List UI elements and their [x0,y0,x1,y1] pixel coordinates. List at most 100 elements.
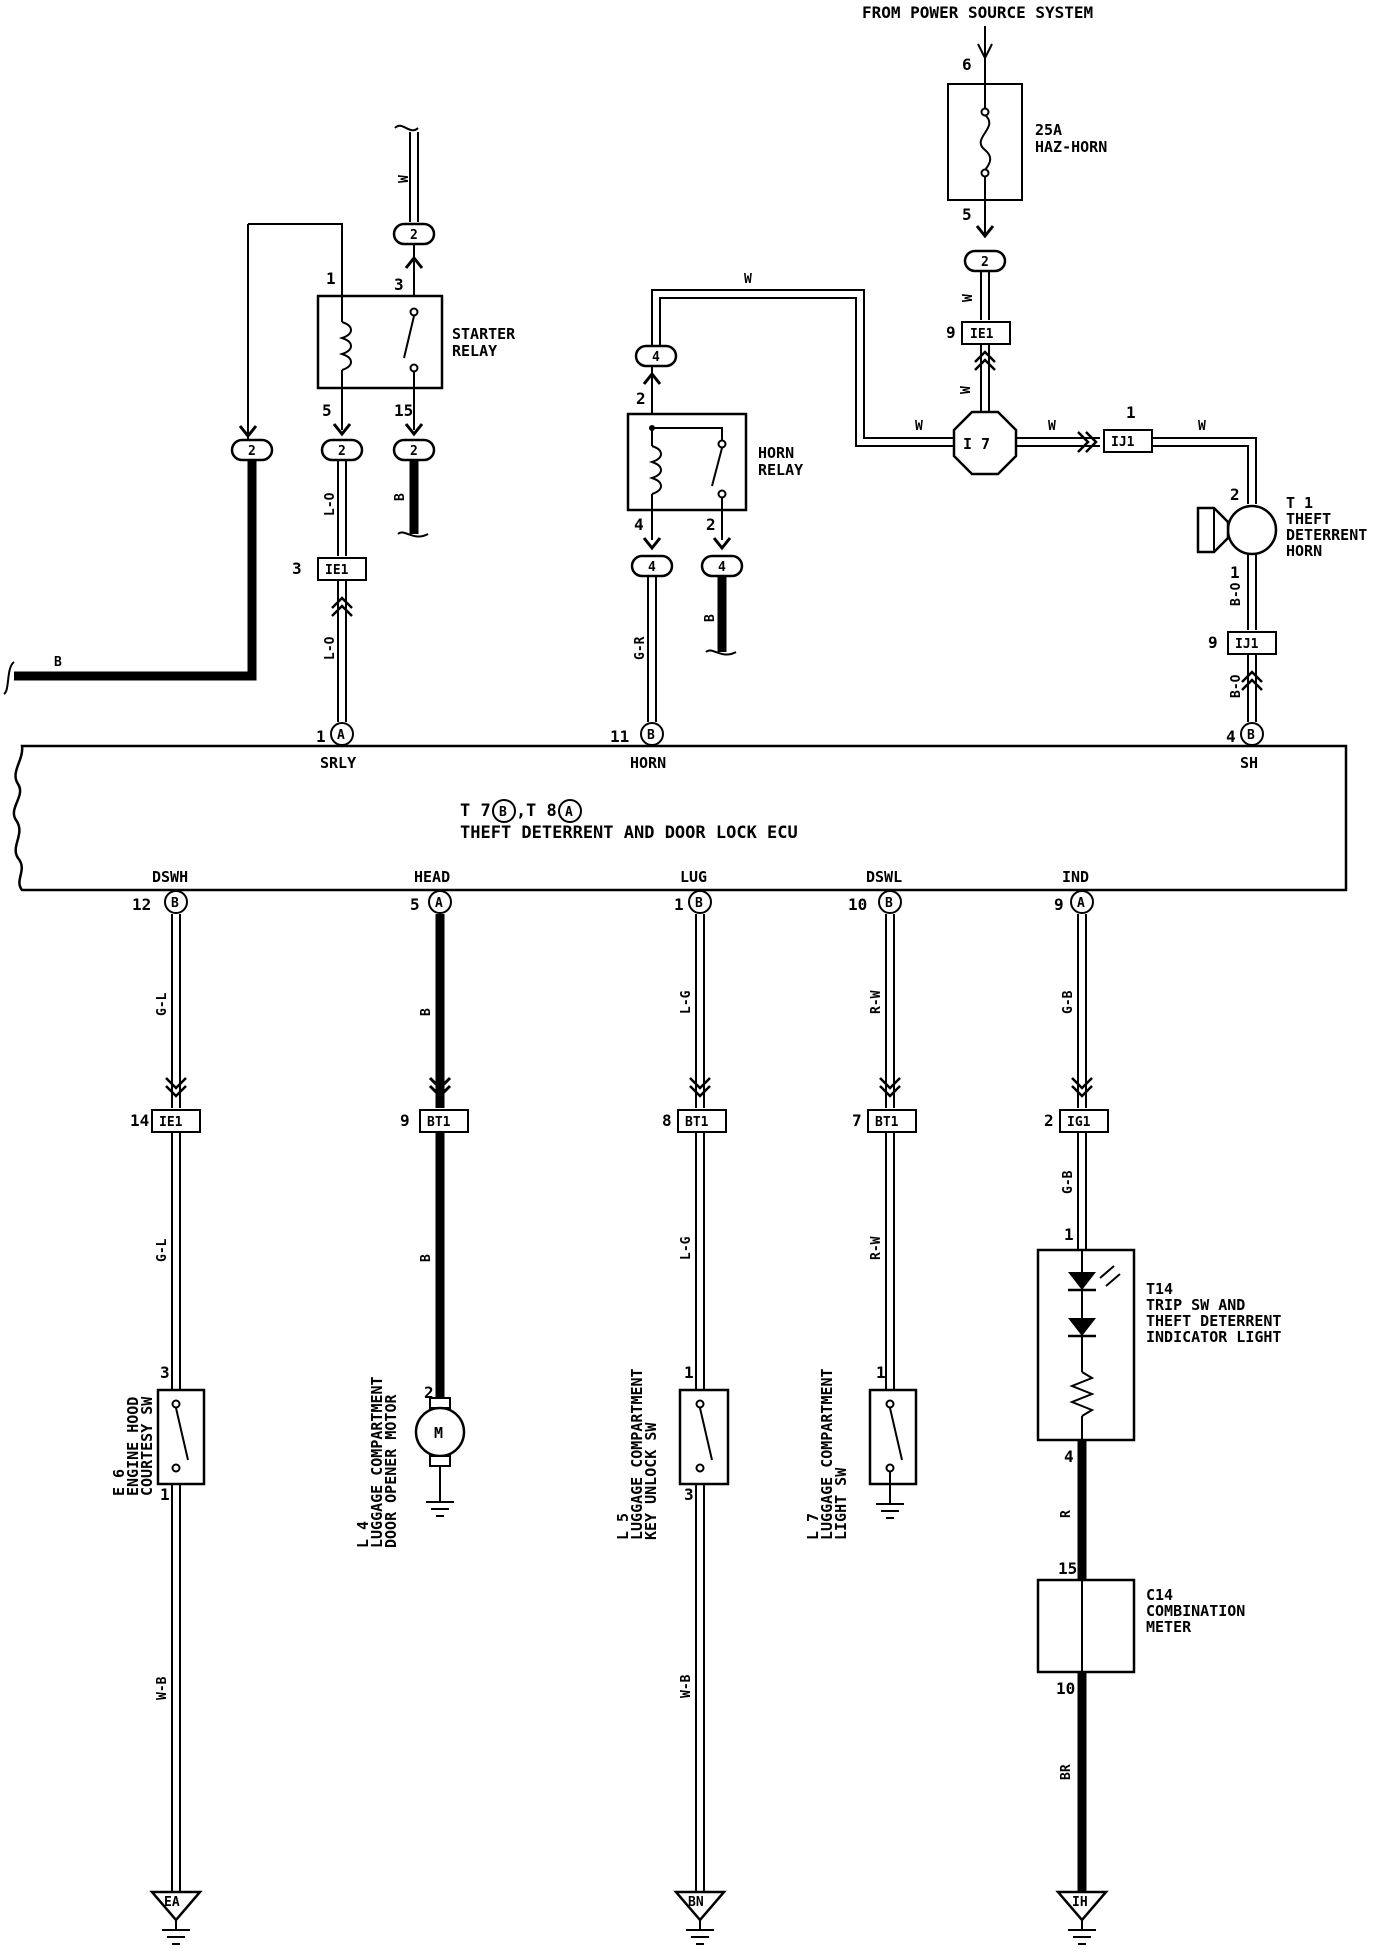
svg-text:2: 2 [410,444,418,459]
theft-horn-id: T 1 [1286,494,1313,512]
svg-text:IJ1: IJ1 [1235,637,1259,652]
t14-id: T14 [1146,1280,1173,1298]
svg-text:1: 1 [876,1363,886,1382]
svg-text:IG1: IG1 [1067,1115,1091,1130]
svg-text:A: A [435,896,443,911]
svg-text:A: A [337,728,345,743]
svg-text:W-B: W-B [155,1676,170,1700]
svg-text:I 7: I 7 [963,435,990,453]
starter-relay-box [316,294,444,390]
svg-text:5: 5 [410,895,420,914]
relay-coil-icon [648,445,662,495]
svg-text:EA: EA [164,1895,180,1910]
ecu-terminal-dswh: DSWH [152,868,188,886]
svg-text:B-O: B-O [1229,674,1244,698]
theft-horn-icon [1226,504,1278,556]
svg-text:4: 4 [1064,1447,1074,1466]
svg-text:W: W [744,272,752,287]
connector-ig1-ind [1059,1109,1109,1133]
c14-id: C14 [1146,1586,1173,1604]
svg-text:W: W [961,294,976,302]
svg-text:1: 1 [674,895,684,914]
svg-text:10: 10 [848,895,867,914]
svg-text:15: 15 [394,401,413,420]
svg-text:,: , [516,801,526,821]
ecu-terminal-ind: IND [1062,868,1089,886]
e6-id: E 6 [110,1469,128,1496]
svg-text:A: A [1077,896,1085,911]
fuse-pin-out: 5 [962,205,972,224]
svg-text:LUGGAGE COMPARTMENT: LUGGAGE COMPARTMENT [628,1368,646,1540]
splice-marker [320,438,364,462]
svg-text:1: 1 [316,727,326,746]
svg-text:R: R [1059,1510,1074,1518]
svg-text:2: 2 [424,1383,434,1402]
svg-text:LIGHT SW: LIGHT SW [832,1467,850,1540]
svg-text:BT1: BT1 [427,1115,451,1130]
svg-text:IE1: IE1 [325,563,349,578]
svg-text:BR: BR [1059,1764,1074,1780]
svg-text:INDICATOR LIGHT: INDICATOR LIGHT [1146,1328,1281,1346]
svg-text:2: 2 [338,444,346,459]
svg-text:B: B [171,896,179,911]
svg-text:RELAY: RELAY [758,461,803,479]
svg-text:4: 4 [1226,727,1236,746]
ecu-terminal-lug: LUG [680,868,707,886]
relay-switch-icon [403,315,415,359]
connector-ij1-bottom [1227,631,1277,655]
connector-bt1-dswl [867,1109,917,1133]
svg-text:IH: IH [1072,1895,1088,1910]
svg-text:W-B: W-B [679,1674,694,1698]
svg-text:DETERRENT: DETERRENT [1286,526,1367,544]
power-source-label: FROM POWER SOURCE SYSTEM [862,3,1093,22]
svg-text:5: 5 [322,401,332,420]
svg-text:B: B [1247,728,1255,743]
svg-text:B: B [54,655,62,670]
fuse-icon [979,114,992,171]
svg-text:2: 2 [981,255,989,270]
ground-wire-b [14,460,257,681]
ie1-pin: 9 [946,323,956,342]
engine-hood-courtesy-switch [156,1388,206,1486]
svg-text:1: 1 [1126,403,1136,422]
svg-text:3: 3 [160,1363,170,1382]
svg-text:1: 1 [1230,563,1240,582]
l5-id: L 5 [614,1513,632,1540]
ecu-box [12,744,1348,892]
svg-text:L-G: L-G [679,990,694,1014]
ecu-terminal-head: HEAD [414,868,450,886]
svg-text:3: 3 [684,1485,694,1504]
led-icon [1068,1272,1096,1290]
svg-text:B: B [499,805,507,820]
svg-text:B: B [703,614,718,622]
svg-text:T 7: T 7 [460,801,491,821]
svg-text:2: 2 [706,515,716,534]
svg-text:LUGGAGE COMPARTMENT: LUGGAGE COMPARTMENT [818,1368,836,1540]
svg-text:14: 14 [130,1111,149,1130]
svg-text:G-B: G-B [1061,990,1076,1014]
relay-coil-icon [338,321,352,371]
svg-text:4: 4 [718,560,726,575]
svg-text:METER: METER [1146,1618,1192,1636]
svg-text:LUGGAGE COMPARTMENT: LUGGAGE COMPARTMENT [368,1376,386,1548]
combination-meter [1036,1578,1136,1674]
svg-text:8: 8 [662,1111,672,1130]
svg-text:W: W [397,175,412,183]
fuse-pin-in: 6 [962,55,972,74]
ground-ih [1055,1890,1109,1922]
svg-text:9: 9 [1208,633,1218,652]
svg-text:1: 1 [326,269,336,288]
svg-text:L-O: L-O [323,492,338,516]
connector-ie1-dswh [151,1109,201,1133]
splice-marker [634,344,678,368]
svg-text:2: 2 [410,228,418,243]
svg-text:R-W: R-W [869,1236,884,1260]
svg-text:B: B [647,728,655,743]
svg-text:B: B [419,1008,434,1016]
svg-text:12: 12 [132,895,151,914]
svg-text:2: 2 [636,389,646,408]
ecu-terminal-dswl: DSWL [866,868,902,886]
svg-text:1: 1 [684,1363,694,1382]
svg-text:IJ1: IJ1 [1111,435,1135,450]
